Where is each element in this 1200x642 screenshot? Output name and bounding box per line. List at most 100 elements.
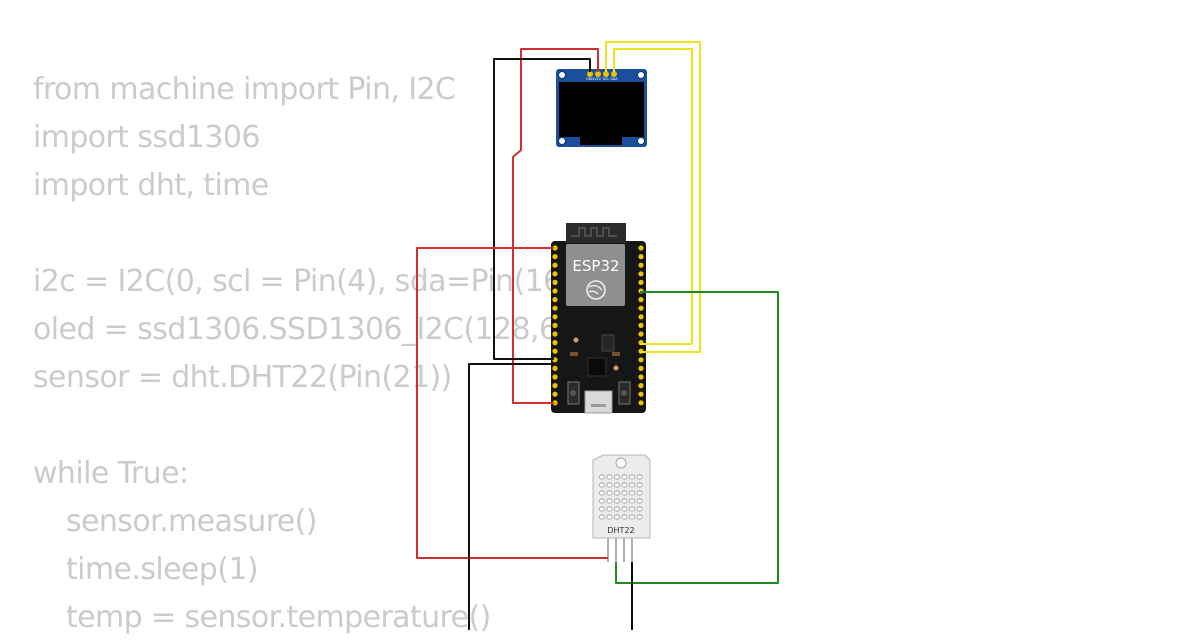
esp32-header-pin[interactable] xyxy=(638,297,644,303)
esp32-antenna xyxy=(566,223,626,243)
esp32-regulator xyxy=(601,334,615,352)
esp32-header-pin[interactable] xyxy=(552,271,558,277)
oled-pin-scl[interactable] xyxy=(603,71,609,77)
esp32-header-pin[interactable] xyxy=(552,340,558,346)
dht22-grille-hole xyxy=(629,482,636,488)
esp32-header-pin[interactable] xyxy=(552,383,558,389)
esp32-header-pin[interactable] xyxy=(638,314,644,320)
esp32-header-pin[interactable] xyxy=(552,305,558,311)
dht22-grille-hole xyxy=(629,474,636,480)
esp32-header-pin[interactable] xyxy=(638,391,644,397)
dht22-grille-hole xyxy=(599,506,606,512)
dht22-grille-hole xyxy=(599,474,606,480)
esp32-header-pin[interactable] xyxy=(552,374,558,380)
dht22-grille-hole xyxy=(614,474,621,480)
dht22-sensor[interactable]: DHT22 xyxy=(592,454,651,562)
dht22-grille-hole xyxy=(606,490,613,496)
dht22-label: DHT22 xyxy=(607,526,634,535)
esp32-header-pin[interactable] xyxy=(638,357,644,363)
code-line: import ssd1306 xyxy=(33,120,260,155)
oled-pin-label-gnd: GND xyxy=(586,77,594,81)
dht22-grille-hole xyxy=(614,490,621,496)
dht22-grille-hole xyxy=(599,482,606,488)
esp32-header-pin[interactable] xyxy=(552,331,558,337)
dht22-grille-hole xyxy=(599,514,606,520)
esp32-header-pin[interactable] xyxy=(552,262,558,268)
oled-pin-gnd[interactable] xyxy=(587,71,593,77)
oled-display[interactable]: GND VCC SCL SDA xyxy=(556,69,647,147)
dht22-grille-hole xyxy=(636,498,643,504)
dht22-grille-hole xyxy=(606,482,613,488)
esp32-header-pin[interactable] xyxy=(552,391,558,397)
esp32-header-pin[interactable] xyxy=(552,322,558,328)
dht22-grille-hole xyxy=(614,498,621,504)
wire-oled-gnd[interactable] xyxy=(493,58,591,360)
code-line: import dht, time xyxy=(33,168,269,203)
dht22-pin-4[interactable] xyxy=(631,538,633,562)
dht22-grille-hole xyxy=(621,482,628,488)
esp32-header-pin[interactable] xyxy=(552,254,558,260)
esp32-header-pin[interactable] xyxy=(638,305,644,311)
dht22-grille-hole xyxy=(629,490,636,496)
esp32-board[interactable]: ESP32 xyxy=(551,223,646,414)
dht22-grille-hole xyxy=(599,498,606,504)
esp32-header-pin[interactable] xyxy=(638,279,644,285)
oled-screen xyxy=(559,82,644,137)
dht22-grille-hole xyxy=(621,514,628,520)
dht22-grille-hole xyxy=(599,490,606,496)
esp32-header-pin[interactable] xyxy=(552,400,558,406)
esp32-header-pin[interactable] xyxy=(552,245,558,251)
oled-pin-vcc[interactable] xyxy=(595,71,601,77)
esp32-header-pin[interactable] xyxy=(638,374,644,380)
wire-dht22-data[interactable] xyxy=(615,291,779,584)
esp32-header-pin[interactable] xyxy=(552,279,558,285)
esp32-header-pin[interactable] xyxy=(638,331,644,337)
oled-pin-sda[interactable] xyxy=(611,71,617,77)
dht22-grille-hole xyxy=(636,474,643,480)
wire-oled-vcc[interactable] xyxy=(512,48,599,404)
wire-dht22-vcc[interactable] xyxy=(416,247,608,559)
esp32-module xyxy=(566,244,625,306)
dht22-grille-hole xyxy=(606,506,613,512)
code-line: sensor = dht.DHT22(Pin(21)) xyxy=(33,360,452,395)
esp32-header-pin[interactable] xyxy=(638,254,644,260)
esp32-chip xyxy=(587,357,607,377)
dht22-grille-hole xyxy=(636,482,643,488)
dht22-grille-hole xyxy=(606,514,613,520)
esp32-header-pin[interactable] xyxy=(638,245,644,251)
esp32-header-pin[interactable] xyxy=(638,271,644,277)
usb-port[interactable] xyxy=(584,390,613,414)
esp32-header-pin[interactable] xyxy=(552,288,558,294)
dht22-grille-hole xyxy=(621,506,628,512)
esp32-header-pin[interactable] xyxy=(552,297,558,303)
dht22-grille-hole xyxy=(629,498,636,504)
wire-oled-scl[interactable] xyxy=(605,41,701,353)
dht22-grille-hole xyxy=(606,498,613,504)
dht22-pin-2[interactable] xyxy=(615,538,617,562)
esp32-label: ESP32 xyxy=(572,257,619,275)
oled-pin-label-sda: SDA xyxy=(610,77,618,81)
oled-pin-label-vcc: VCC xyxy=(594,77,602,81)
esp32-header-pin[interactable] xyxy=(552,348,558,354)
esp32-header-pin[interactable] xyxy=(638,383,644,389)
esp32-header-pin[interactable] xyxy=(638,365,644,371)
espressif-logo-icon xyxy=(586,280,606,300)
code-line: from machine import Pin, I2C xyxy=(33,72,456,107)
esp32-header-pin[interactable] xyxy=(638,322,644,328)
esp32-header-pins[interactable] xyxy=(552,245,644,406)
dht22-mount-hole xyxy=(615,457,627,469)
esp32-header-pin[interactable] xyxy=(552,365,558,371)
dht22-grille-hole xyxy=(629,506,636,512)
dht22-grille-hole xyxy=(636,514,643,520)
wire-oled-sda[interactable] xyxy=(613,48,693,345)
esp32-header-pin[interactable] xyxy=(638,262,644,268)
dht22-pin-1[interactable] xyxy=(607,538,609,562)
wire-esp32-gnd[interactable] xyxy=(468,363,554,630)
esp32-header-pin[interactable] xyxy=(638,400,644,406)
dht22-pin-3[interactable] xyxy=(623,538,625,562)
dht22-grille-hole xyxy=(629,514,636,520)
esp32-header-pin[interactable] xyxy=(552,314,558,320)
dht22-grille-hole xyxy=(636,490,643,496)
code-line: while True: xyxy=(33,456,189,491)
